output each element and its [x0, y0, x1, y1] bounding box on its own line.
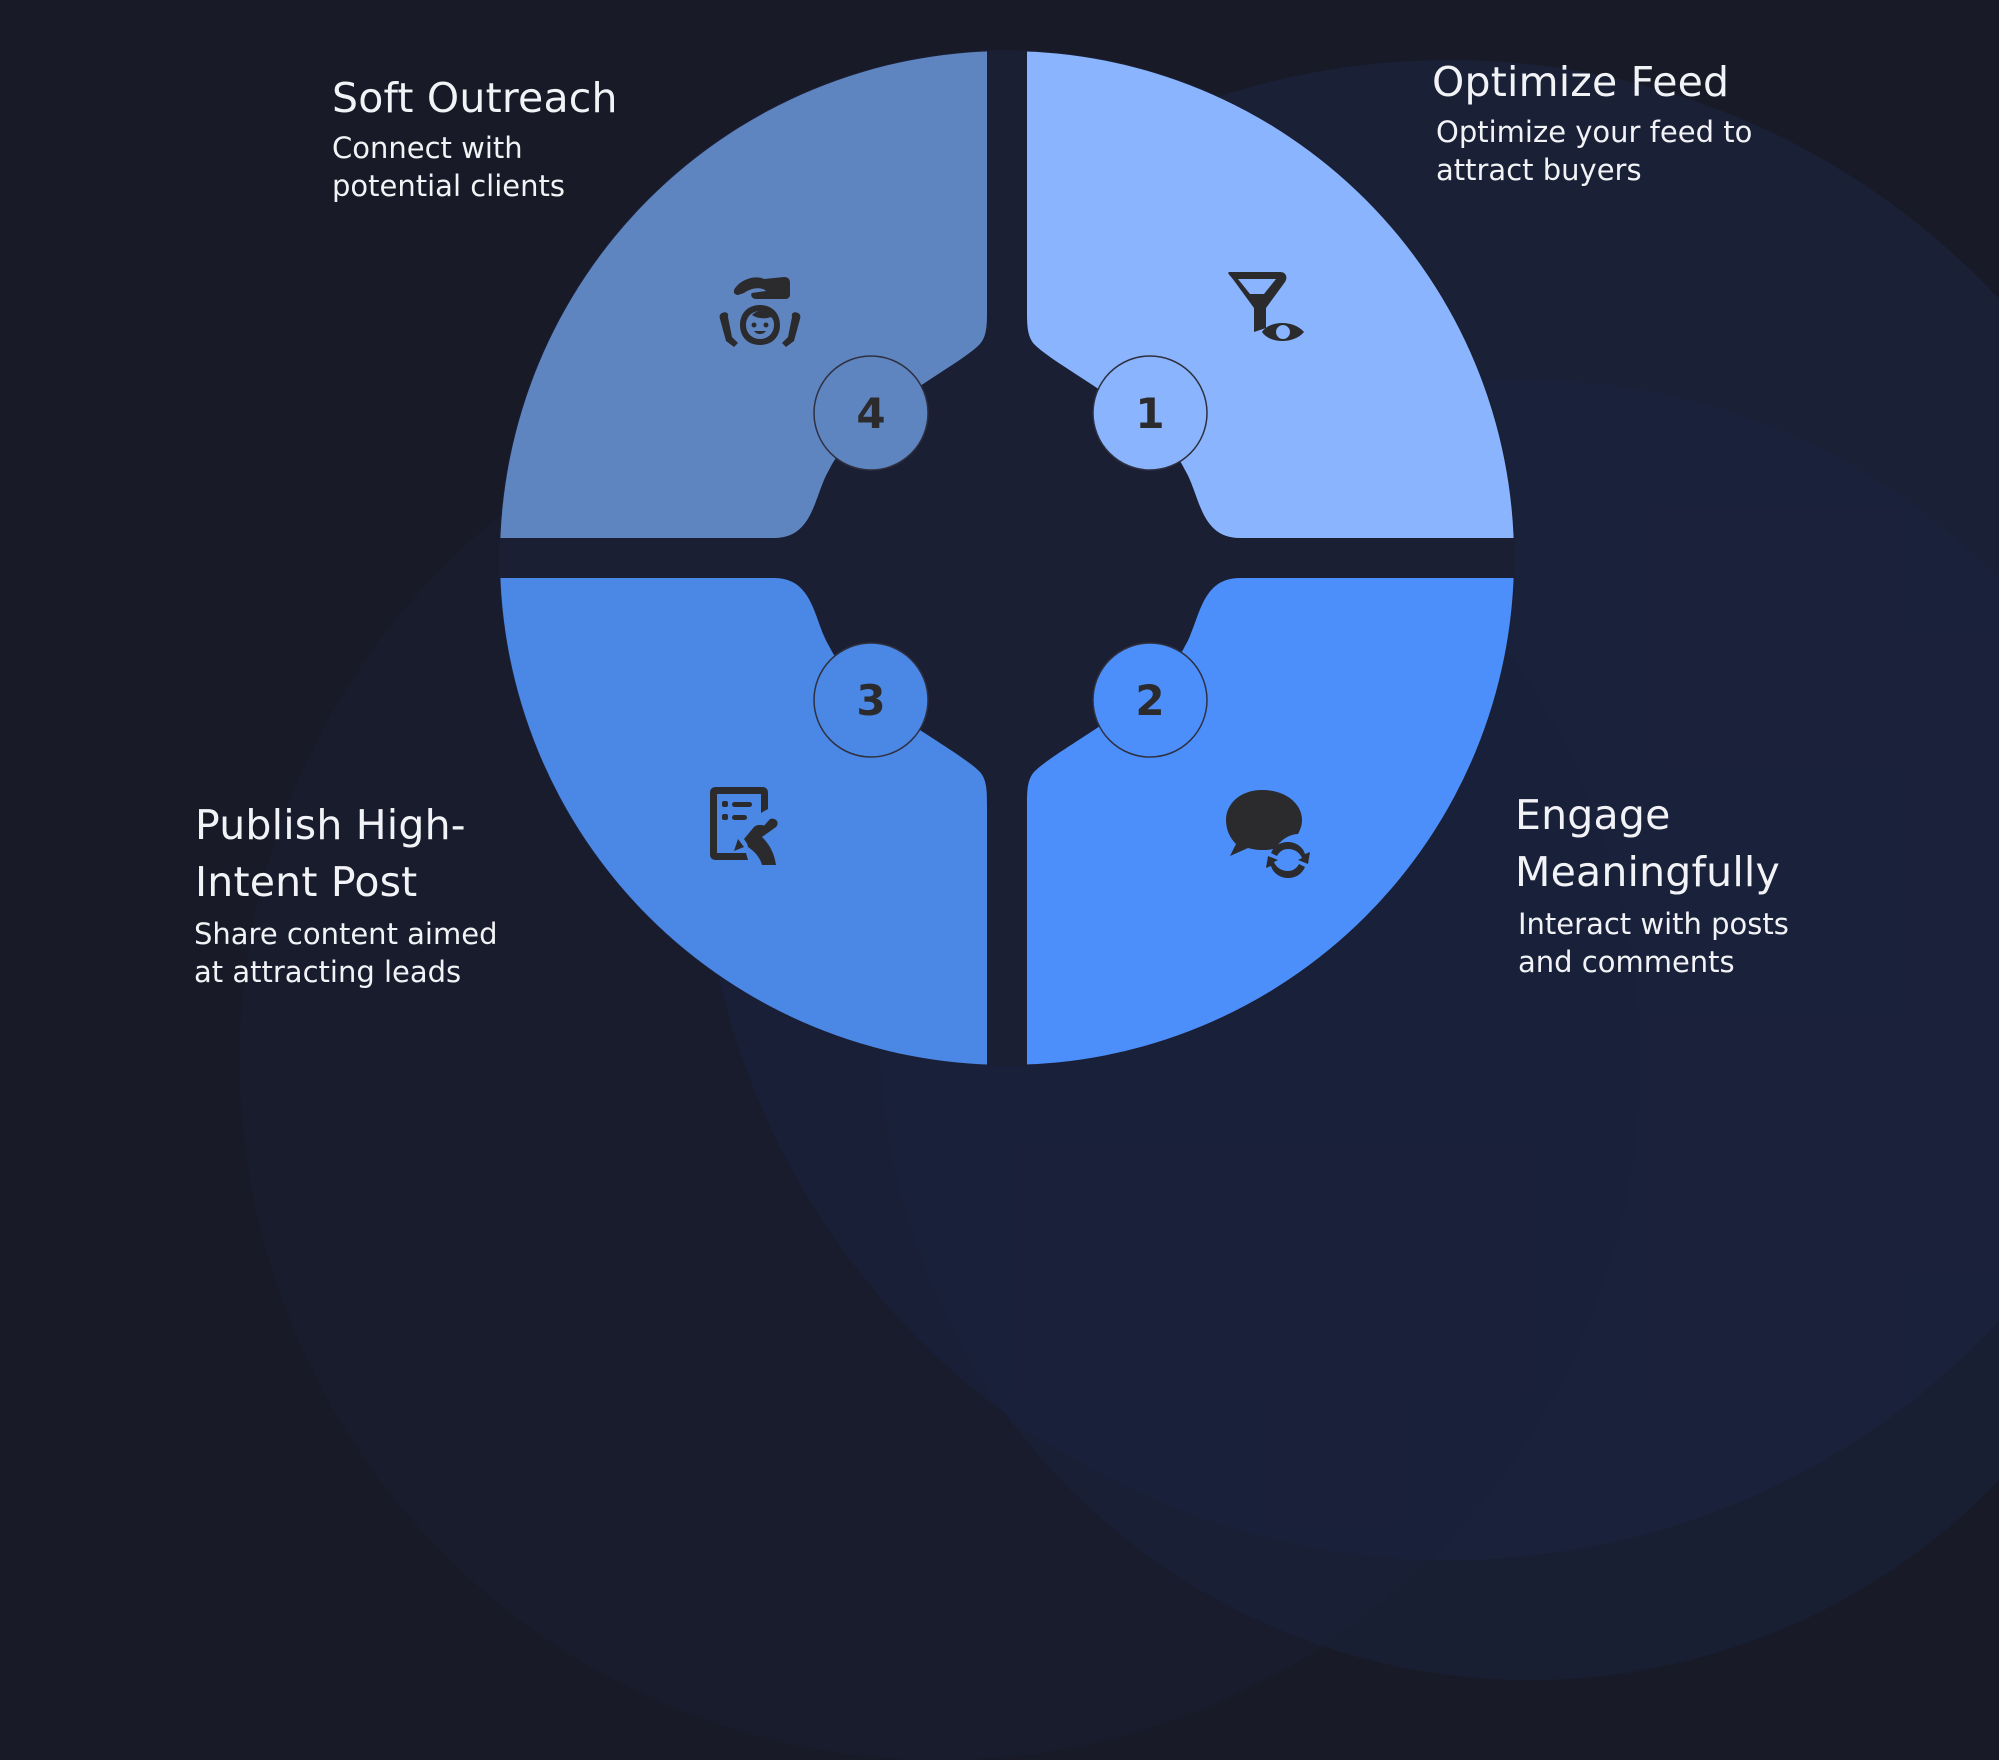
- step-title: Engage Meaningfully: [1515, 791, 1780, 896]
- step-badge-3[interactable]: 3: [813, 642, 929, 758]
- step-badge-4[interactable]: 4: [813, 355, 929, 471]
- step-label-3: Publish High- Intent Post Share content …: [194, 797, 498, 991]
- step-title: Soft Outreach: [332, 74, 618, 122]
- step-badge-2[interactable]: 2: [1092, 642, 1208, 758]
- hand-over-person-icon: [719, 277, 801, 347]
- cycle-diagram: 1 2 3 4: [499, 50, 1515, 1066]
- step-description: Interact with posts and comments: [1518, 907, 1789, 979]
- step-number: 1: [1135, 389, 1164, 438]
- step-number: 3: [856, 676, 885, 725]
- chat-refresh-icon: [1226, 790, 1310, 878]
- step-title: Publish High- Intent Post: [195, 801, 466, 906]
- funnel-eye-icon: [1228, 272, 1304, 341]
- step-badge-1[interactable]: 1: [1092, 355, 1208, 471]
- document-hand-pen-icon: [710, 787, 778, 865]
- step-description: Optimize your feed to attract buyers: [1436, 115, 1753, 187]
- step-description: Connect with potential clients: [332, 131, 565, 203]
- step-number: 4: [856, 389, 885, 438]
- step-label-1: Optimize Feed Optimize your feed to attr…: [1432, 54, 1752, 189]
- step-description: Share content aimed at attracting leads: [194, 917, 498, 989]
- step-title: Optimize Feed: [1432, 58, 1730, 106]
- step-number: 2: [1135, 676, 1164, 725]
- step-label-2: Engage Meaningfully Interact with posts …: [1515, 787, 1789, 981]
- step-label-4: Soft Outreach Connect with potential cli…: [332, 70, 618, 205]
